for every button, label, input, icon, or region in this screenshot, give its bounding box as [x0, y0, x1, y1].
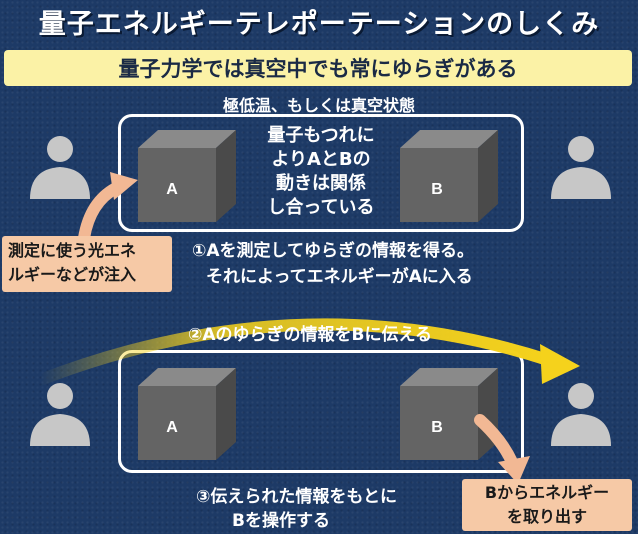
person-icon [551, 383, 611, 446]
entangled-pair-panel-top [118, 114, 524, 232]
condition-label: 極低温、もしくは真空状態 [222, 96, 415, 115]
page-title: 量子エネルギーテレポーテーションのしくみ [38, 9, 600, 40]
entanglement-line: 量子もつれに [267, 125, 375, 146]
cube-icon [138, 368, 236, 460]
step1-caption-line: それによってエネルギーがAに入る [206, 267, 473, 287]
extraction-note-line: を取り出す [506, 507, 587, 526]
entanglement-description: 量子もつれに よりAとBの 動きは関係 し合っている [252, 124, 390, 220]
entangled-pair-panel-bottom [118, 350, 524, 473]
entanglement-line: よりAとBの [271, 149, 371, 170]
arrow-icon [34, 318, 580, 386]
cube-label-top-a: A [166, 181, 178, 198]
cube-label-bottom-b: B [431, 419, 443, 436]
extraction-note-line: Bからエネルギー [484, 483, 610, 502]
subtitle-text: 量子力学では真空中でも常にゆらぎがある [118, 57, 518, 81]
injection-note: 測定に使う光エネ ルギーなどが注入 [2, 236, 172, 292]
cube-icon [400, 368, 498, 460]
cube-label-bottom-a: A [166, 419, 178, 436]
injection-note-line: ルギーなどが注入 [8, 265, 137, 284]
cube-label-top-b: B [431, 181, 443, 198]
extraction-note: Bからエネルギー を取り出す [462, 479, 632, 531]
entanglement-line: 動きは関係 [276, 173, 366, 194]
step1-caption-line: ①Aを測定してゆらぎの情報を得る。 [192, 241, 475, 261]
subtitle-banner: 量子力学では真空中でも常にゆらぎがある [4, 50, 632, 86]
step3-caption-line: ③伝えられた情報をもとに [196, 487, 398, 507]
person-icon [30, 383, 90, 446]
arrow-icon [474, 414, 530, 484]
entanglement-line: し合っている [267, 197, 375, 218]
cube-icon [138, 130, 236, 222]
person-icon [551, 136, 611, 199]
step3-caption-line: Bを操作する [232, 511, 330, 531]
step2-caption: ②Aのゆらぎの情報をBに伝える [188, 325, 432, 345]
person-icon [30, 136, 90, 199]
injection-note-line: 測定に使う光エネ [8, 241, 137, 260]
arrow-icon [78, 172, 138, 244]
cube-icon [400, 130, 498, 222]
